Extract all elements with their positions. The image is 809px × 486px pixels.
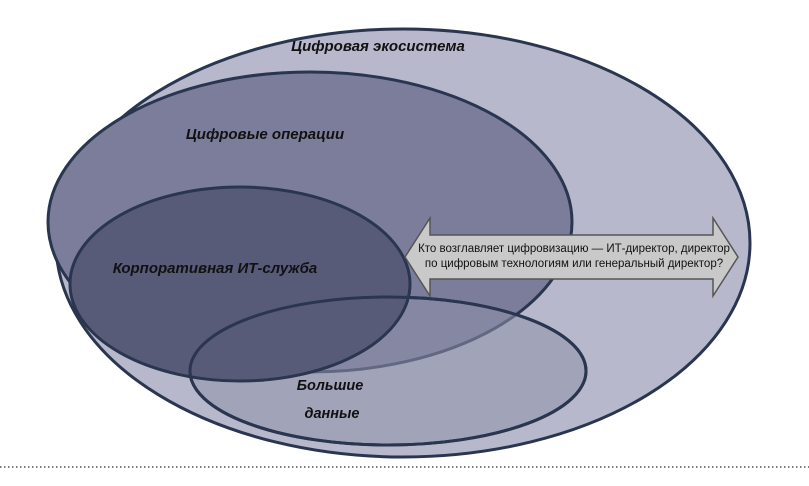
it-service-label: Корпоративная ИТ-служба (113, 260, 318, 277)
big-data-label-line1: Большие (297, 378, 364, 394)
arrow-text-line2: по цифровым технологиям или генеральный … (425, 258, 723, 270)
ecosystem-label: Цифровая экосистема (291, 38, 465, 55)
it-service-ellipse (68, 185, 412, 383)
big-data-label-line2: данные (305, 406, 360, 422)
operations-label: Цифровые операции (186, 126, 344, 143)
big-data-ellipse-outline (188, 295, 588, 447)
arrow-text-line1: Кто возглавляет цифровизацию — ИТ-директ… (418, 243, 730, 255)
double-arrow (404, 215, 739, 299)
